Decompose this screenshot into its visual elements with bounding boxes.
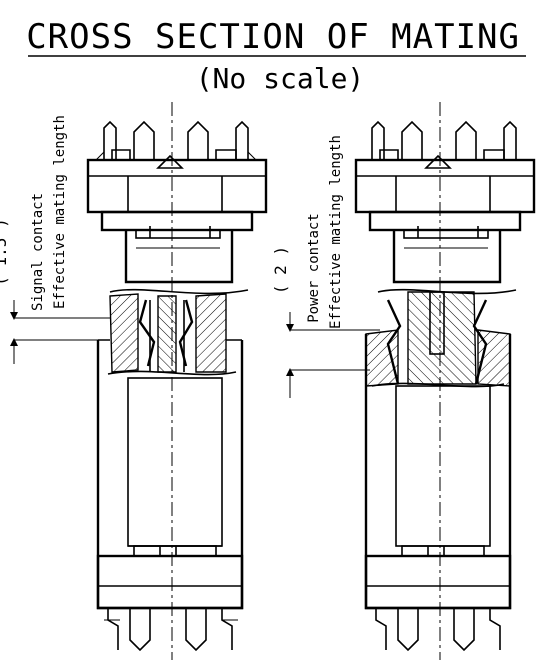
left-connector-section: [10, 102, 268, 660]
left-mating-wall-right: [195, 293, 227, 373]
right-receptacle-inner: [395, 385, 491, 547]
right-top-pin-a: [371, 120, 385, 160]
left-mating-wall-center: [157, 295, 177, 373]
left-base-plate: [96, 554, 244, 610]
left-top-pin-c: [187, 120, 209, 160]
right-bottom-pin-a: [397, 608, 419, 652]
left-top-pin-b: [133, 120, 155, 160]
right-mating-wall-left: [365, 329, 399, 387]
left-signal-contact-b: [178, 299, 194, 367]
left-label-effective-length: Effective mating length: [52, 115, 68, 309]
right-power-contact-b: [472, 299, 488, 385]
right-top-pin-c: [455, 120, 477, 160]
left-top-pin-d: [235, 120, 249, 160]
right-base-plate: [364, 554, 512, 610]
right-top-pin-d: [503, 120, 517, 160]
left-mating-wall-left: [109, 293, 139, 373]
drawing-subtitle: (No scale): [196, 62, 365, 95]
right-label-effective-length: Effective mating length: [328, 135, 344, 329]
left-header-neck: [100, 210, 254, 232]
right-header-neck: [368, 210, 522, 232]
left-label-signal-contact: Signal contact: [30, 193, 46, 311]
right-dimension-value: ( 2 ): [271, 246, 290, 294]
left-bottom-pin-a: [129, 608, 151, 652]
left-top-pin-a: [103, 120, 117, 160]
right-bottom-pin-b: [453, 608, 475, 652]
left-receptacle-inner: [127, 377, 223, 547]
left-bottom-pin-b: [185, 608, 207, 652]
left-dimension-value: ( 1.5 ): [0, 218, 10, 285]
left-signal-contact-a: [138, 299, 156, 367]
right-top-pin-b: [401, 120, 423, 160]
drawing-title: CROSS SECTION OF MATING: [26, 17, 520, 57]
right-power-contact-a: [386, 299, 402, 385]
right-mating-wall-center: [407, 291, 477, 385]
right-connector-section: [286, 102, 536, 660]
left-receptacle-outer: [96, 340, 244, 610]
right-label-power-contact: Power contact: [306, 213, 322, 323]
